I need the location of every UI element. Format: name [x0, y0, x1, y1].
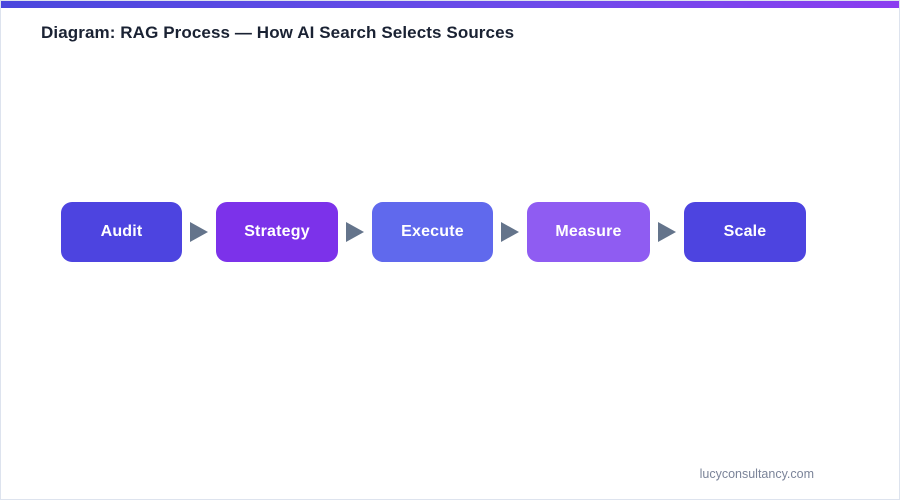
- footer-watermark-url: lucyconsultancy.com: [699, 467, 814, 481]
- flow-arrow-4: [650, 202, 684, 262]
- flow-node-scale[interactable]: Scale: [684, 202, 806, 262]
- flow-diagram: Audit Strategy Execute Measure Scale: [61, 202, 806, 262]
- flow-node-execute[interactable]: Execute: [372, 202, 493, 262]
- flow-node-label: Execute: [401, 223, 464, 240]
- flow-arrow-1: [182, 202, 216, 262]
- flow-node-strategy[interactable]: Strategy: [216, 202, 338, 262]
- flow-node-measure[interactable]: Measure: [527, 202, 650, 262]
- flow-arrow-3: [493, 202, 527, 262]
- flow-node-audit[interactable]: Audit: [61, 202, 182, 262]
- top-accent-bar: [1, 1, 899, 8]
- flow-arrow-2: [338, 202, 372, 262]
- flow-node-label: Strategy: [244, 223, 310, 240]
- flow-node-label: Audit: [100, 223, 143, 240]
- flow-node-label: Scale: [723, 223, 767, 240]
- page-title: Diagram: RAG Process — How AI Search Sel…: [41, 23, 515, 42]
- flow-node-label: Measure: [555, 223, 622, 240]
